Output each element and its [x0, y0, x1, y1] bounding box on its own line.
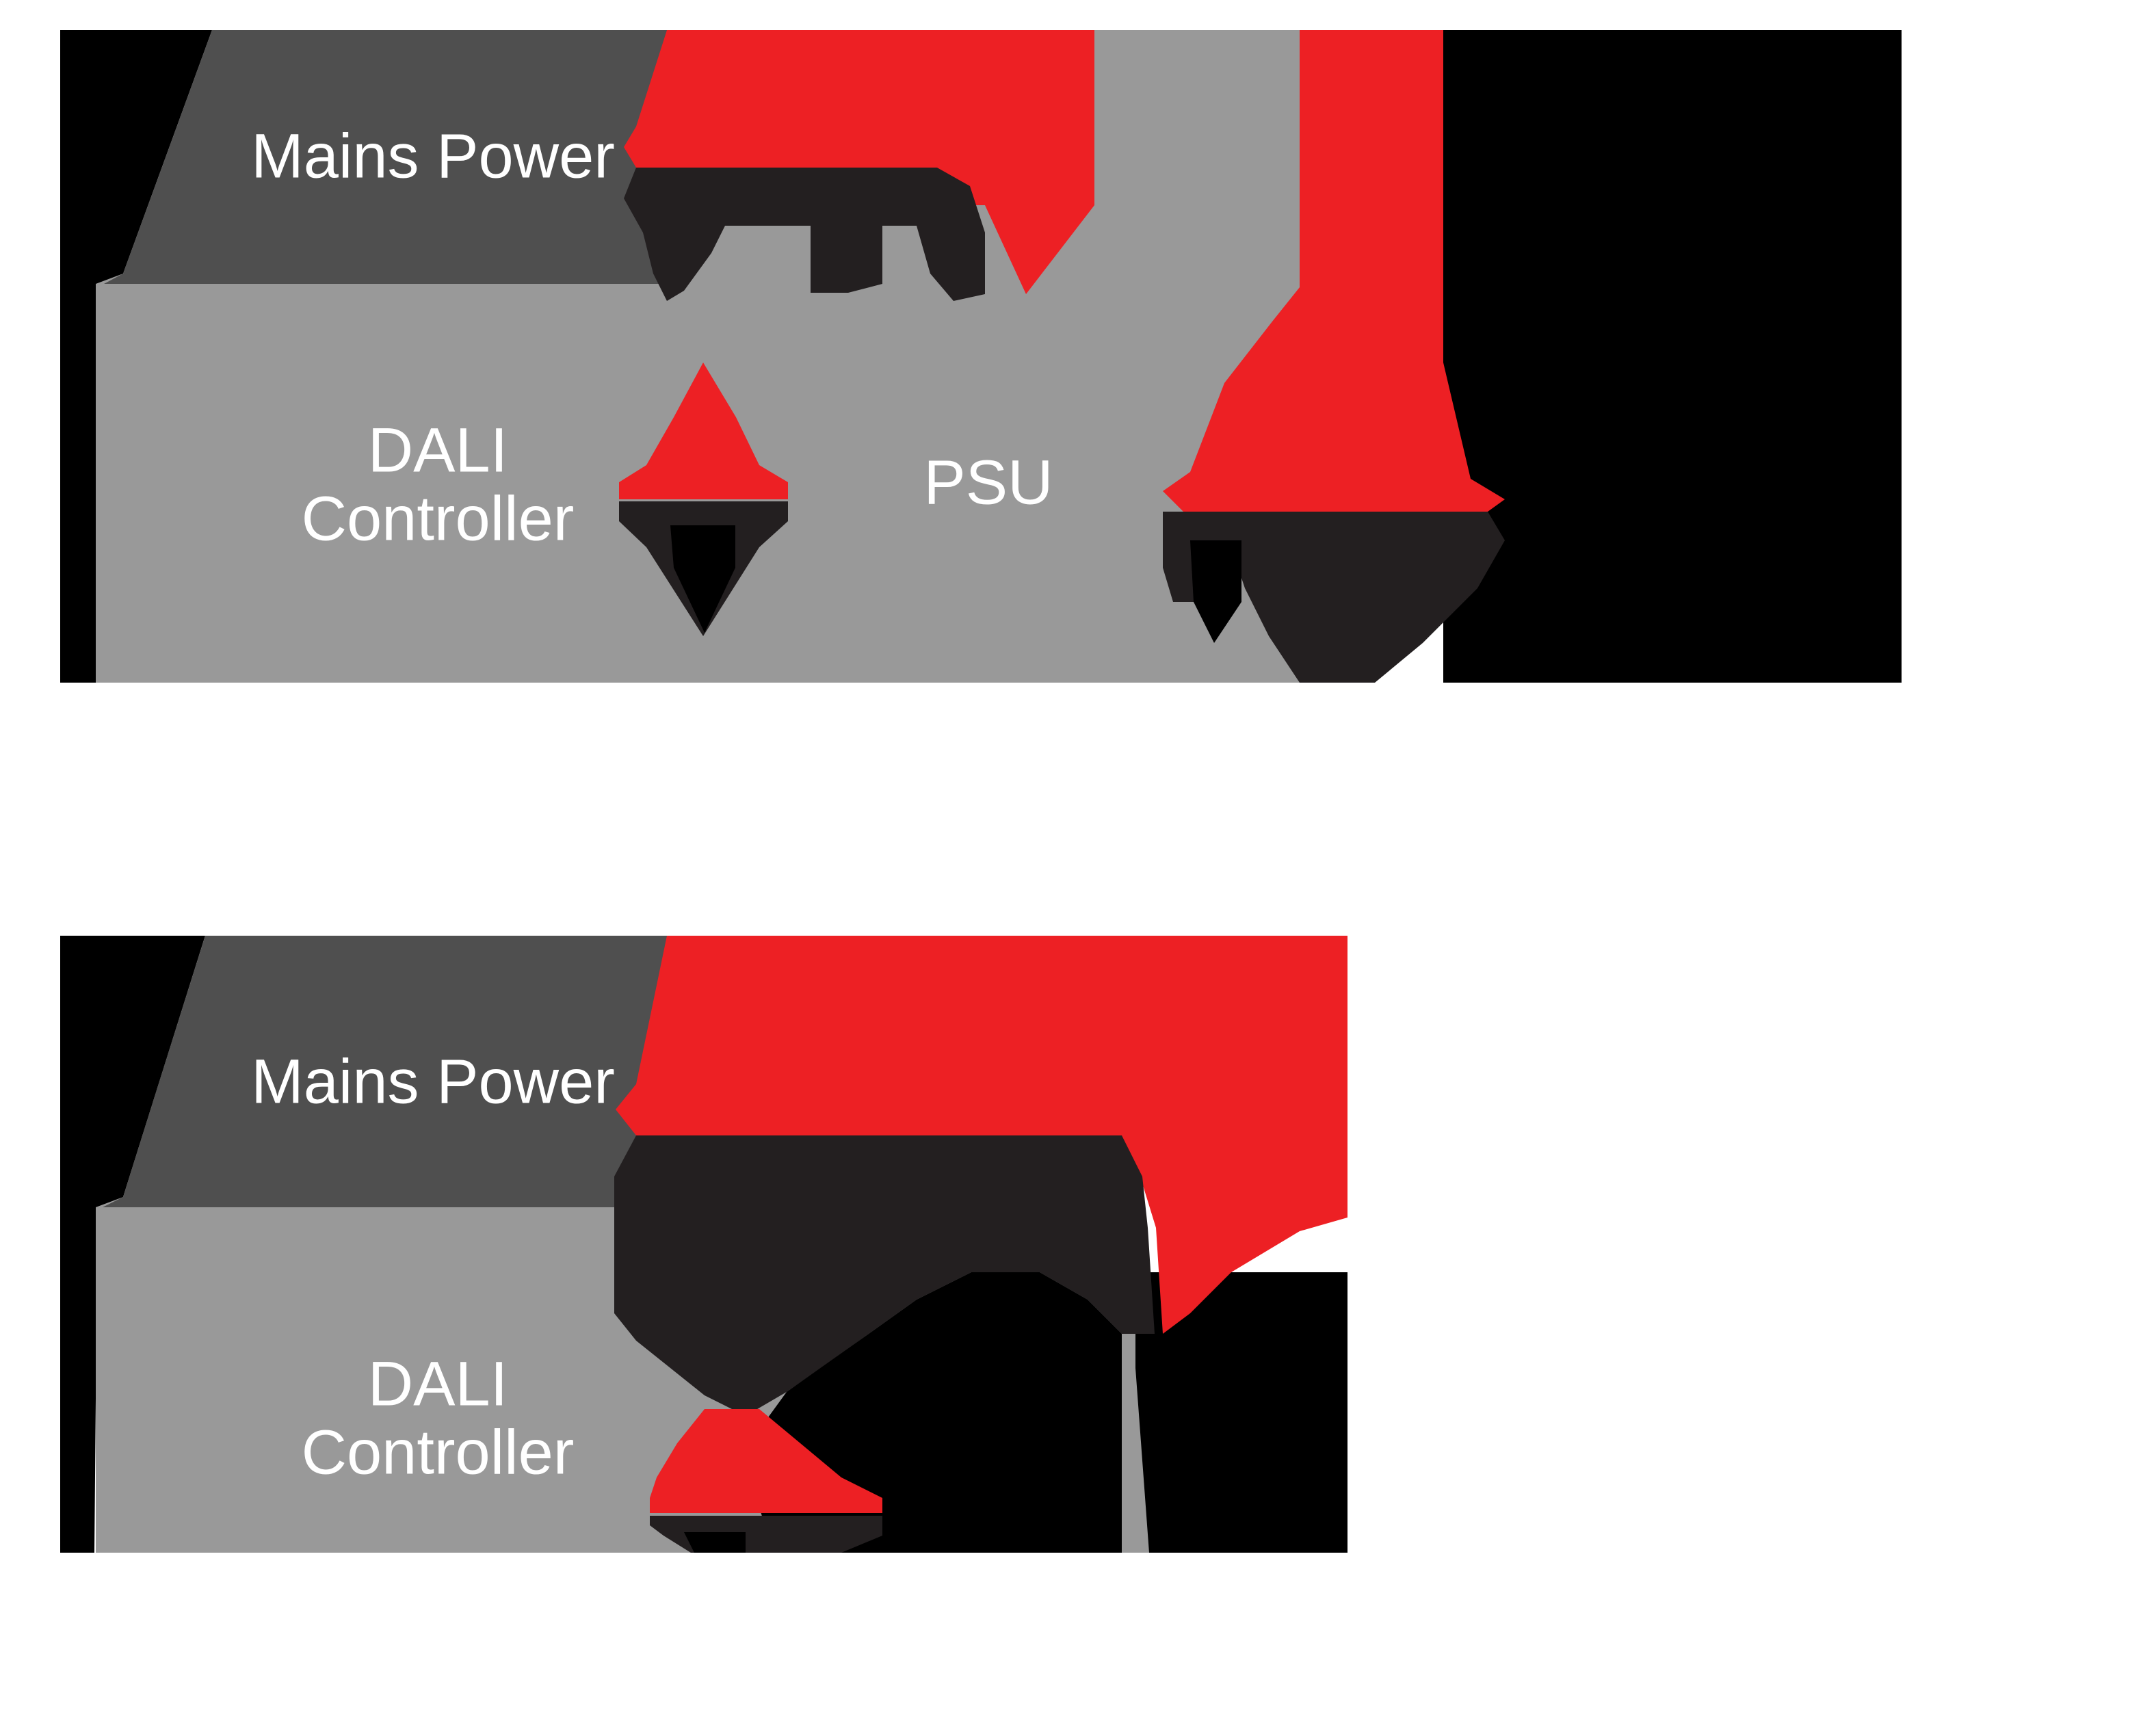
mains-dark-bus	[614, 1135, 1155, 1416]
mains-dark-bus	[624, 168, 985, 301]
mains-to-psu-red	[624, 30, 1094, 294]
diagram-integrated-psu: Mains Power DALI Controller	[0, 889, 2156, 1573]
mains-power-label: Mains Power	[251, 121, 615, 191]
mains-feed-red	[616, 936, 1348, 1334]
dali-controller-label-line2: Controller	[302, 1417, 575, 1487]
controller-bus-arrow-dark	[650, 1516, 882, 1553]
right-mains-riser-red	[1163, 30, 1505, 512]
right-dark-bus	[1163, 512, 1505, 683]
right-black-rail	[1443, 30, 1902, 683]
psu-bus-spike-black	[1190, 540, 1241, 643]
left-black-rail	[60, 30, 212, 683]
dali-controller-label-line2: Controller	[302, 484, 575, 553]
mains-power-block	[104, 30, 667, 284]
left-black-rail	[60, 936, 205, 1553]
controller-bus-spike-black	[684, 1532, 746, 1553]
mains-power-label: Mains Power	[251, 1047, 615, 1116]
controller-bus-arrow-red	[619, 363, 788, 499]
psu-label: PSU	[923, 447, 1053, 517]
controller-bus-arrow-red	[650, 1409, 882, 1513]
controller-bus-spike-black	[670, 525, 735, 633]
dali-controller-label-line1: DALI	[368, 1349, 508, 1419]
diagram-with-psu: Mains Power DALI Controller PSU	[0, 0, 2156, 691]
mains-power-block	[103, 936, 667, 1207]
dali-controller-label-line1: DALI	[368, 415, 508, 485]
